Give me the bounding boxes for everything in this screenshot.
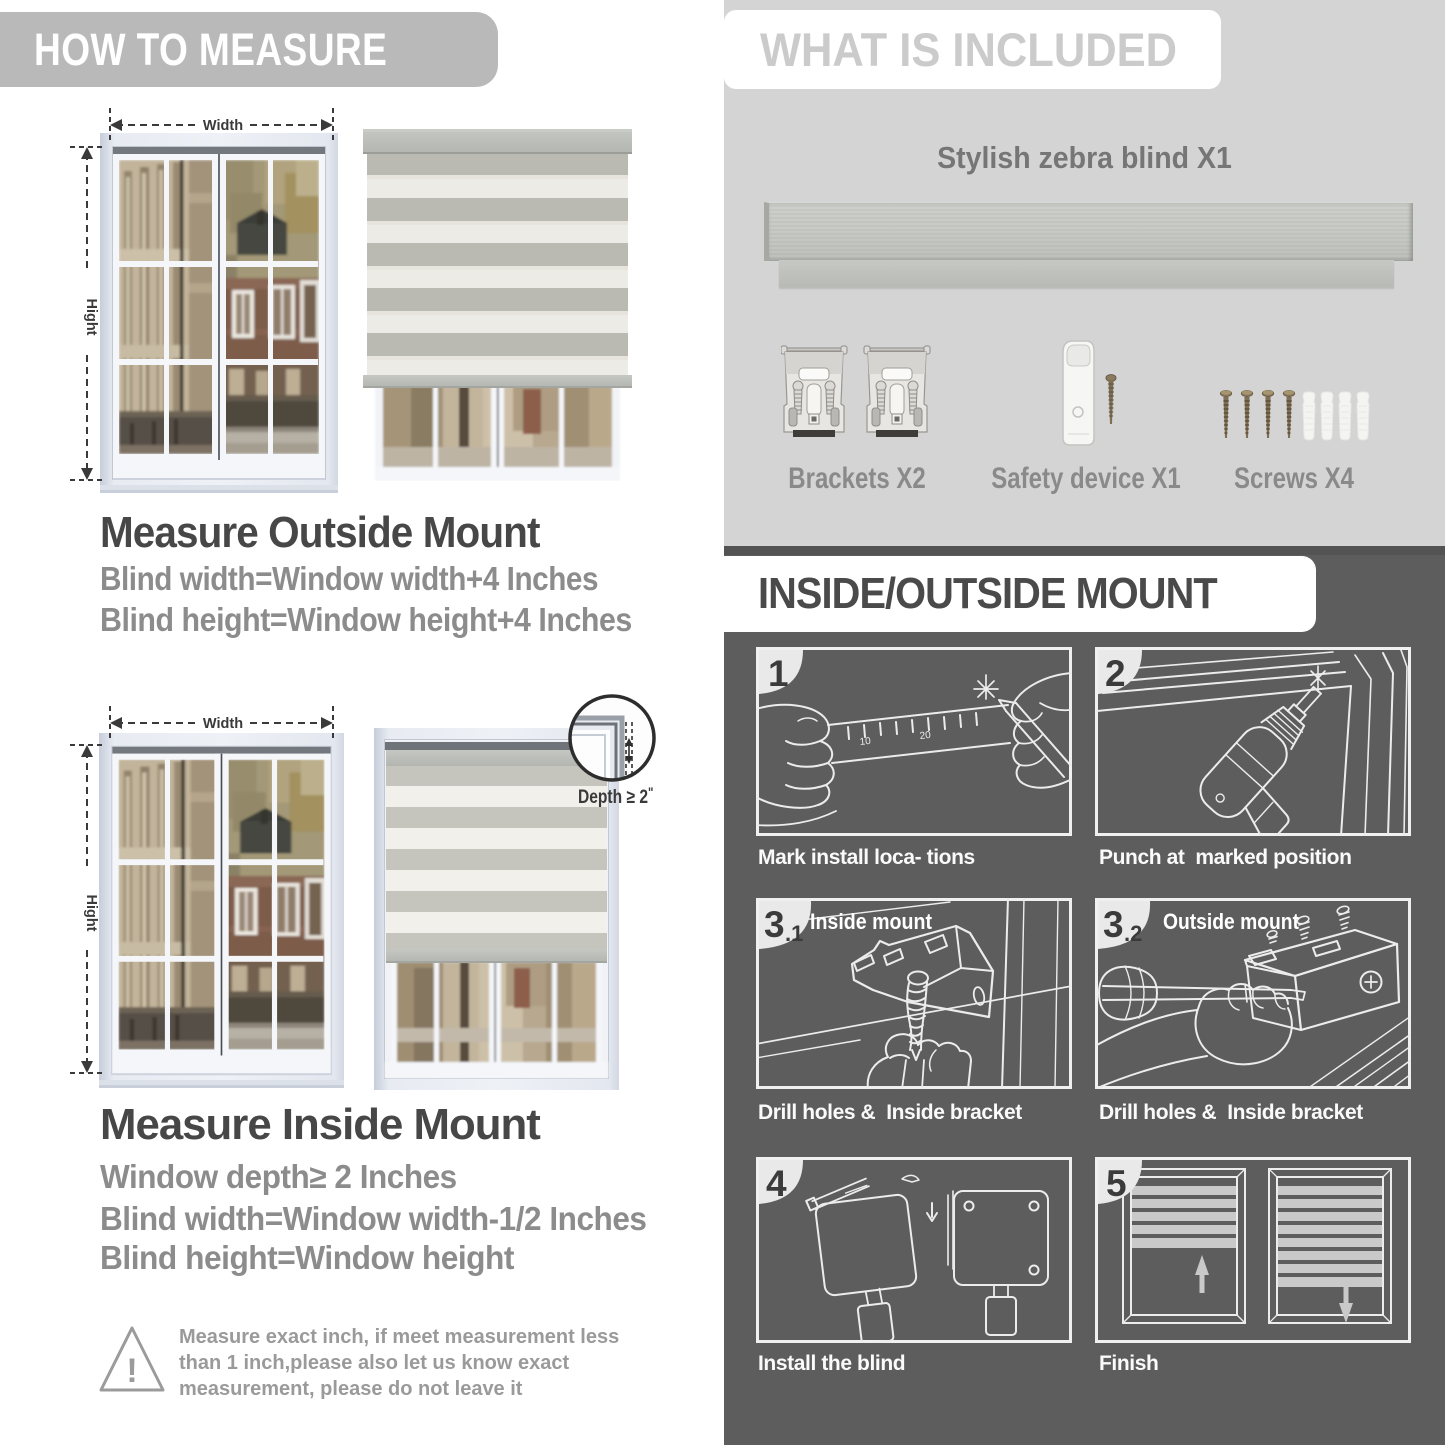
svg-text:.2: .2 xyxy=(1124,921,1142,946)
svg-text:4: 4 xyxy=(766,1163,787,1204)
svg-text:Hight: Hight xyxy=(83,298,99,335)
svg-text:3: 3 xyxy=(764,904,785,945)
svg-text:10: 10 xyxy=(859,736,872,748)
svg-text:Width: Width xyxy=(203,118,243,134)
svg-text:!: ! xyxy=(126,1352,137,1390)
svg-text:2: 2 xyxy=(1105,653,1126,694)
svg-text:5: 5 xyxy=(1106,1163,1127,1204)
svg-text:3: 3 xyxy=(1103,904,1124,945)
svg-text:Width: Width xyxy=(203,716,243,732)
svg-text:Hight: Hight xyxy=(83,894,99,931)
svg-text:Outside mount: Outside mount xyxy=(1163,909,1300,934)
svg-text:20: 20 xyxy=(919,730,932,742)
svg-text:Inside mount: Inside mount xyxy=(810,909,933,934)
svg-text:.1: .1 xyxy=(785,921,803,946)
svg-text:1: 1 xyxy=(768,653,789,694)
